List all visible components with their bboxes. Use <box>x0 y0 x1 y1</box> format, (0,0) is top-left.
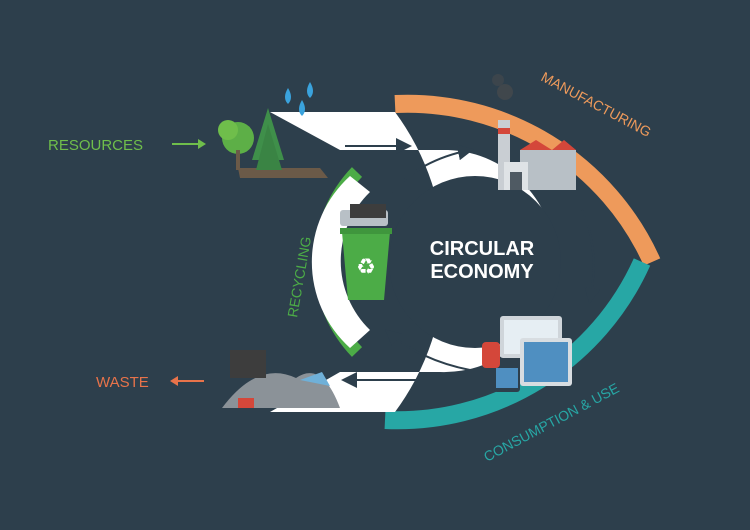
inner-arrow-top <box>391 144 474 193</box>
waste-pile-icon <box>222 350 340 408</box>
trees-icon <box>218 108 328 178</box>
recycle-bin-icon: ♻ <box>340 204 392 300</box>
resources-arrow-head <box>198 139 206 149</box>
waste-arrow-head <box>170 376 178 386</box>
manufacturing-ring <box>394 94 661 266</box>
recycling-label: RECYCLING <box>284 235 314 318</box>
waste-label: WASTE <box>96 374 149 391</box>
manufacturing-label: MANUFACTURING <box>539 69 654 140</box>
inner-arrow-right <box>581 209 601 304</box>
inner-arrow-bottom <box>384 329 471 371</box>
center-circle <box>389 176 561 348</box>
svg-text:♻: ♻ <box>356 254 376 279</box>
center-title-line2: ECONOMY <box>430 261 534 283</box>
resources-label: RESOURCES <box>48 137 143 154</box>
recycling-band <box>311 176 370 348</box>
water-drops-icon <box>285 82 313 116</box>
center-title-line1: CIRCULAR <box>430 238 535 260</box>
factory-icon <box>492 74 576 190</box>
devices-icon <box>482 316 572 392</box>
